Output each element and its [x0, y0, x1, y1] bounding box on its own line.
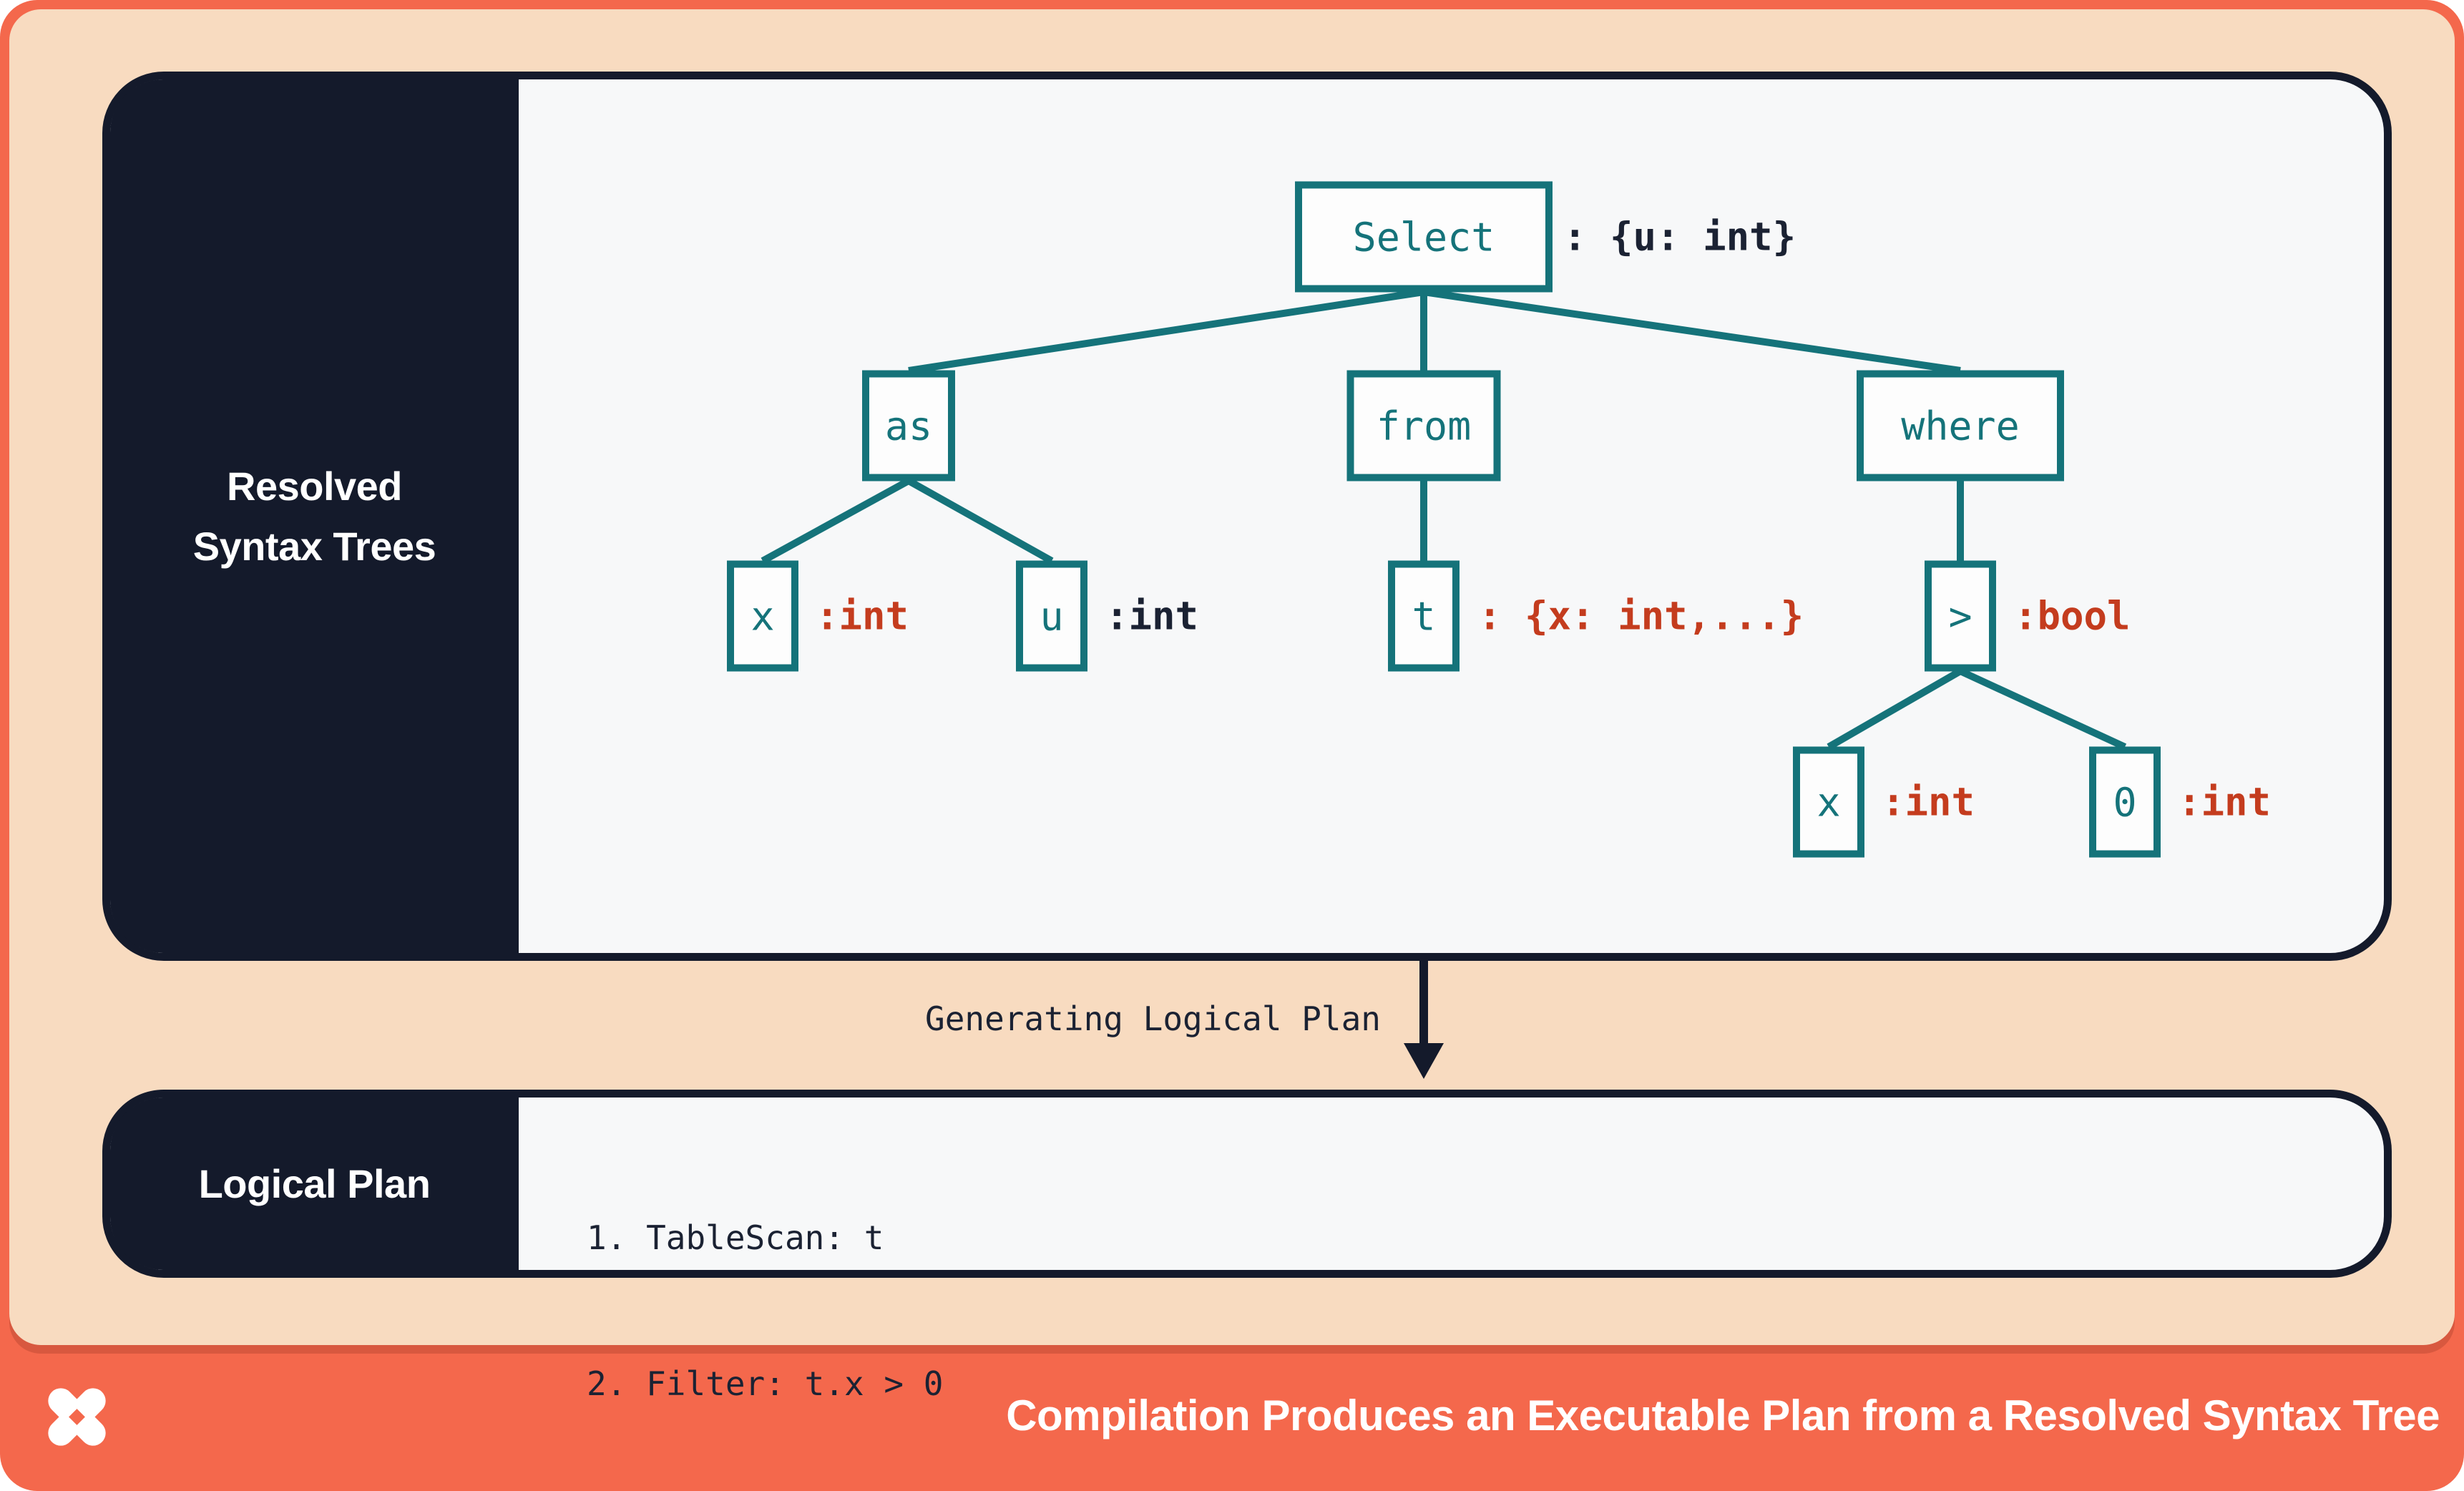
tree-node-gt-label: >: [1948, 593, 1972, 639]
rst-panel-title-line1: Resolved: [227, 463, 403, 509]
tree-node-as: as: [862, 370, 955, 481]
logical-plan-steps: 1. TableScan: t 2. Filter: t.x > 0 3. Pr…: [587, 1116, 1042, 1491]
tree-node-from-label: from: [1376, 403, 1472, 449]
logical-plan-panel: Logical Plan 1. TableScan: t 2. Filter: …: [102, 1090, 2392, 1403]
logical-plan-step-2: 2. Filter: t.x > 0: [587, 1364, 944, 1403]
pinwheel-x-logo-icon: [48, 1388, 106, 1446]
footer-title: Compilation Produces an Executable Plan …: [1006, 1392, 2440, 1439]
tree-node-zero: 0: [2089, 746, 2161, 858]
tree-node-t-label: t: [1412, 593, 1436, 639]
tree-node-select: Select: [1295, 181, 1553, 293]
tree-edges: [761, 288, 2127, 751]
tree-node-x2: x: [1793, 746, 1864, 858]
tree-node-u-label: u: [1040, 593, 1064, 639]
down-arrow-head-icon: [1404, 1043, 1444, 1079]
type-annotation-zero: :int: [2178, 779, 2272, 825]
syntax-tree: Select : {u: int} as from where x :int u: [110, 79, 2384, 953]
rst-panel-sidebar: Resolved Syntax Trees: [110, 79, 519, 953]
tree-node-x2-label: x: [1817, 779, 1841, 825]
type-annotation-x1: :int: [816, 593, 909, 639]
lp-panel-sidebar: Logical Plan: [110, 1098, 519, 1270]
transition-label: Generating Logical Plan: [925, 999, 1381, 1038]
tree-node-gt: >: [1925, 560, 1996, 672]
resolved-syntax-trees-panel: Resolved Syntax Trees: [102, 72, 2392, 961]
tree-node-from: from: [1346, 370, 1501, 481]
type-annotation-u: :int: [1105, 593, 1199, 639]
tree-node-as-label: as: [884, 403, 933, 449]
type-annotation-select: : {u: int}: [1563, 214, 1796, 260]
tree-node-t: t: [1388, 560, 1460, 672]
rst-panel-title-line2: Syntax Trees: [192, 523, 436, 569]
logical-plan-step-1: 1. TableScan: t: [587, 1218, 884, 1257]
tree-node-u: u: [1016, 560, 1087, 672]
type-annotation-x2: :int: [1882, 779, 1975, 825]
tree-node-x1: x: [727, 560, 798, 672]
type-annotation-t: : {x: int,...}: [1478, 593, 1804, 639]
tree-node-select-label: Select: [1352, 214, 1495, 260]
tree-node-x1-label: x: [751, 593, 775, 639]
content-card: Resolved Syntax Trees: [9, 9, 2455, 1403]
type-annotation-gt: :bool: [2014, 593, 2131, 639]
tree-node-where: where: [1857, 370, 2064, 481]
lp-panel-title: Logical Plan: [198, 1160, 431, 1206]
tree-node-where-label: where: [1901, 403, 2020, 449]
tree-node-zero-label: 0: [2113, 779, 2137, 825]
down-arrow-icon: [1419, 961, 1428, 1048]
